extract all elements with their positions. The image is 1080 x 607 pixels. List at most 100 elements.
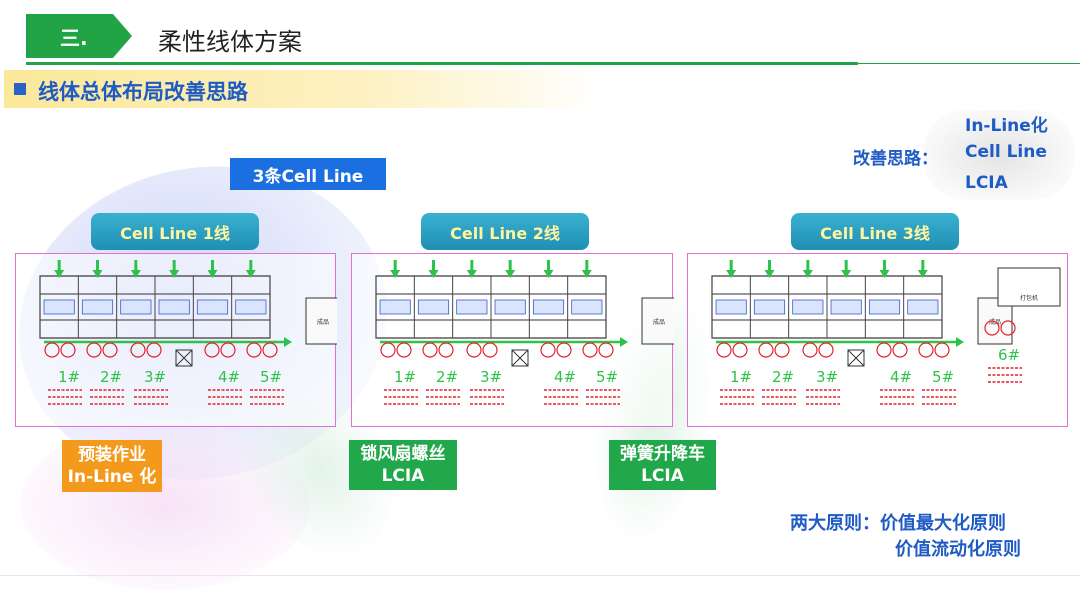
operator-icon <box>918 342 934 358</box>
down-arrow-icon <box>917 270 928 278</box>
fixture-box <box>81 299 114 315</box>
idea-item: LCIA <box>965 173 1008 193</box>
fixture-box <box>792 299 824 315</box>
crate-box <box>847 349 865 367</box>
station-number: 2# <box>772 368 794 386</box>
down-arrow-icon <box>581 270 592 278</box>
bullet-square-icon <box>14 83 26 95</box>
station-number: 4# <box>890 368 912 386</box>
finished-goods-box <box>641 297 674 345</box>
finished-goods-label: 成品 <box>317 318 329 326</box>
fixture-box <box>830 299 862 315</box>
flow-arrow-icon <box>620 337 628 347</box>
tag-prep-inline: 预装作业 In-Line 化 <box>62 440 162 492</box>
operator-icon <box>482 342 498 358</box>
fixture-box <box>120 299 152 315</box>
operator-icon <box>876 342 892 358</box>
footer-divider <box>0 575 1080 576</box>
operator-icon <box>716 342 732 358</box>
operator-icon <box>732 342 748 358</box>
operator-icon <box>540 342 556 358</box>
operator-icon <box>1000 320 1016 336</box>
operator-icon <box>380 342 396 358</box>
station-number: 1# <box>730 368 752 386</box>
down-arrow-icon <box>428 270 439 278</box>
operator-icon <box>220 342 236 358</box>
operator-icon <box>146 342 162 358</box>
fixture-box <box>868 299 901 315</box>
fixture-box <box>907 299 939 315</box>
fixture-box <box>158 299 190 315</box>
operator-icon <box>204 342 220 358</box>
fixture-box <box>456 299 488 315</box>
operator-icon <box>556 342 572 358</box>
operator-icon <box>86 342 102 358</box>
operator-icon <box>44 342 60 358</box>
header-divider <box>26 62 858 65</box>
fixture-box <box>571 299 603 315</box>
down-arrow-icon <box>54 270 65 278</box>
down-arrow-icon <box>802 270 813 278</box>
crate-box <box>847 349 865 367</box>
section-number: 三. <box>26 14 132 58</box>
station-number: 3# <box>480 368 502 386</box>
packing-machine-box <box>997 267 1061 307</box>
crate-box <box>175 349 193 367</box>
operator-icon <box>396 342 412 358</box>
line-1-label: Cell Line 1线 <box>91 213 259 250</box>
tag-spring-lift: 弹簧升降车 LCIA <box>609 440 716 490</box>
tag-fan-screw: 锁风扇螺丝 LCIA <box>349 440 457 490</box>
operator-icon <box>466 342 482 358</box>
down-arrow-icon <box>879 270 890 278</box>
station-number: 5# <box>596 368 618 386</box>
decor-blob-grey <box>924 110 1074 200</box>
down-arrow-icon <box>169 270 180 278</box>
down-arrow-icon <box>92 270 103 278</box>
down-arrow-icon <box>764 270 775 278</box>
station-number: 3# <box>816 368 838 386</box>
operator-icon <box>438 342 454 358</box>
fixture-box <box>235 299 267 315</box>
operator-icon <box>818 342 834 358</box>
tag-line: LCIA <box>381 466 425 486</box>
down-arrow-icon <box>207 270 218 278</box>
line-3-label: Cell Line 3线 <box>791 213 959 250</box>
down-arrow-icon <box>390 270 401 278</box>
operator-icon <box>774 342 790 358</box>
fixture-box <box>43 299 75 315</box>
station-number: 6# <box>998 346 1020 364</box>
operator-icon <box>60 342 76 358</box>
station-number: 2# <box>100 368 122 386</box>
page-title: 柔性线体方案 <box>158 28 302 56</box>
fixture-box <box>494 299 526 315</box>
tag-line: 锁风扇螺丝 <box>360 444 446 464</box>
station-number: 1# <box>58 368 80 386</box>
fixture-box <box>379 299 411 315</box>
operator-icon <box>892 342 908 358</box>
operator-icon <box>262 342 278 358</box>
station-number: 1# <box>394 368 416 386</box>
principle-line: 两大原则：价值最大化原则 <box>790 513 1006 534</box>
operator-icon <box>130 342 146 358</box>
tag-line: 弹簧升降车 <box>620 444 705 464</box>
subtitle: 线体总体布局改善思路 <box>38 80 248 104</box>
principle-line: 价值流动化原则 <box>895 539 1021 560</box>
down-arrow-icon <box>245 270 256 278</box>
idea-item: In-Line化 <box>965 116 1048 136</box>
crate-box <box>175 349 193 367</box>
operator-icon <box>984 320 1000 336</box>
ideas-label: 改善思路： <box>853 149 938 169</box>
idea-item: Cell Line <box>965 142 1047 162</box>
subtitle-bar <box>4 70 604 108</box>
fixture-box <box>715 299 747 315</box>
operator-icon <box>422 342 438 358</box>
operator-icon <box>758 342 774 358</box>
tag-line: LCIA <box>641 466 684 486</box>
station-number: 4# <box>554 368 576 386</box>
down-arrow-icon <box>726 270 737 278</box>
station-number: 5# <box>932 368 954 386</box>
tag-line: 预装作业 <box>78 445 146 465</box>
